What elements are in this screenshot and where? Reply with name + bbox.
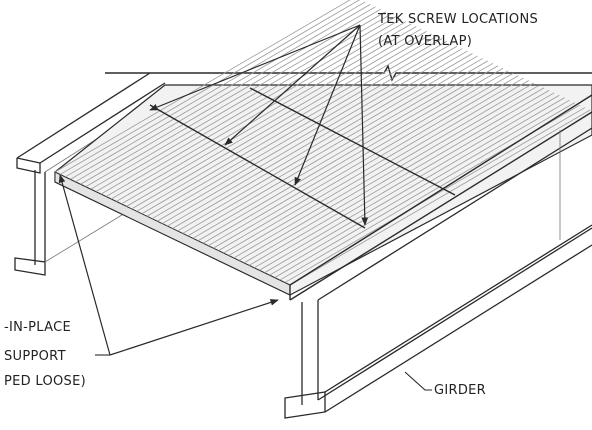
tek-screw-label-line2: (AT OVERLAP) [378, 34, 472, 49]
deck-rib [243, 87, 545, 264]
deck-rib [126, 31, 427, 207]
deck-rib [197, 65, 499, 242]
deck-rib [274, 102, 575, 278]
deck-rib [238, 85, 540, 261]
deck-rib [105, 21, 407, 197]
break-line [105, 64, 592, 82]
deck-rib [208, 70, 509, 247]
deck-rib [269, 99, 570, 276]
deck-rib [116, 26, 417, 202]
form-support-label-line3: PED LOOSE) [4, 374, 86, 389]
girder [284, 94, 592, 419]
deck-rib [172, 53, 473, 229]
deck-rib [136, 35, 437, 212]
deck-rib [254, 92, 555, 269]
deck-rib [264, 97, 565, 274]
deck-rib [151, 43, 453, 220]
deck-rib [233, 82, 535, 259]
deck-rib [177, 55, 478, 232]
deck-rib [289, 109, 591, 286]
deck-rib [90, 13, 391, 190]
deck-rib [202, 67, 504, 244]
deck-rib [182, 58, 483, 234]
deck-rib [80, 8, 381, 185]
deck-rib [228, 80, 529, 256]
form-support-leaders [58, 174, 279, 356]
deck-rib [131, 33, 432, 210]
deck-rib [218, 75, 519, 251]
deck-rib [75, 6, 376, 183]
tek-screw-leaders [149, 24, 369, 226]
deck-rib [156, 45, 458, 222]
girder-leader [404, 371, 432, 391]
deck-rib [162, 48, 463, 224]
deck-rib [141, 38, 443, 215]
deck-rib [95, 16, 397, 192]
deck-rib [192, 62, 494, 239]
deck-rib [146, 40, 448, 217]
deck-rib [65, 1, 366, 178]
girder-label: GIRDER [434, 383, 486, 398]
deck-rib [223, 77, 524, 254]
deck-rib [248, 90, 550, 266]
deck-rib [70, 4, 371, 180]
deck-rib [187, 60, 489, 237]
deck-rib [54, 0, 351, 173]
form-support-label-line1: -IN-PLACE [4, 320, 71, 335]
form-support-label-line2: SUPPORT [4, 349, 66, 364]
deck-rib [284, 107, 586, 283]
deck-rib [167, 50, 468, 227]
deck-rib [259, 94, 560, 271]
metal-deck [54, 0, 592, 296]
deck-rib [59, 0, 360, 175]
deck-rib [85, 11, 386, 188]
deck-rib [121, 28, 422, 205]
tek-screw-label-line1: TEK SCREW LOCATIONS [377, 12, 538, 27]
